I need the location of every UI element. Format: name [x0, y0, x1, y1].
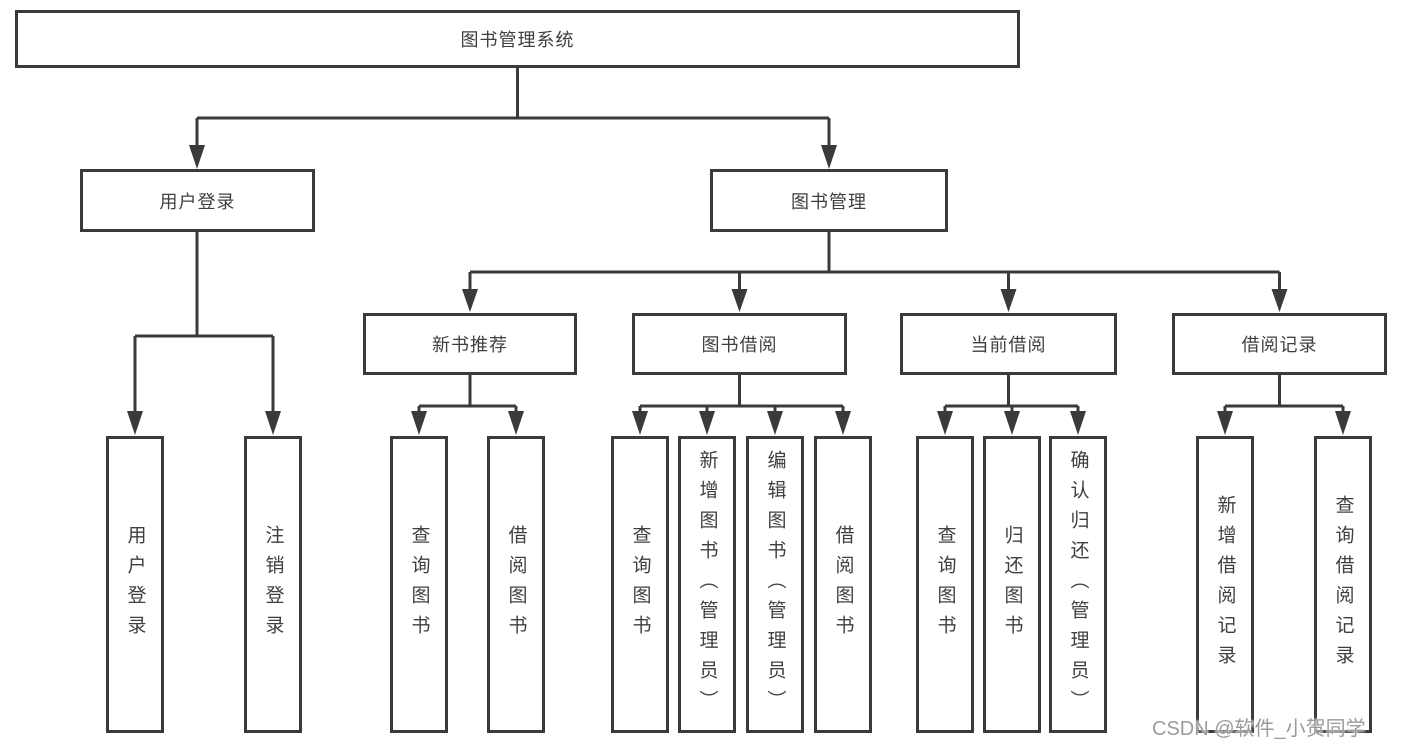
- node-book-management: 图书管理: [710, 169, 948, 232]
- leaf-return-books: 归还图书: [983, 436, 1041, 733]
- leaf-add-borrow-record: 新增借阅记录: [1196, 436, 1254, 733]
- leaf-user-login: 用户登录: [106, 436, 164, 733]
- leaf-current-query-books-label: 查询图书: [934, 524, 956, 645]
- node-library-system: 图书管理系统: [15, 10, 1020, 68]
- node-book-borrowing-label: 图书借阅: [701, 335, 778, 355]
- leaf-borrowing-query-books: 查询图书: [611, 436, 669, 733]
- csdn-watermark: CSDN @软件_小贺同学: [1152, 718, 1366, 740]
- leaf-recommend-query-books-label: 查询图书: [408, 524, 430, 645]
- leaf-logout-label: 注销登录: [262, 524, 284, 645]
- node-borrowing-records: 借阅记录: [1172, 313, 1387, 375]
- leaf-user-login-label: 用户登录: [124, 524, 146, 645]
- node-book-management-label: 图书管理: [791, 191, 867, 212]
- leaf-edit-books-admin-label: 编辑图书（管理员）: [764, 449, 786, 720]
- leaf-borrowing-borrow-books-label: 借阅图书: [832, 524, 854, 645]
- node-book-borrowing: 图书借阅: [632, 313, 847, 375]
- leaf-add-books-admin-label: 新增图书（管理员）: [696, 449, 718, 720]
- leaf-query-borrow-record-label: 查询借阅记录: [1332, 494, 1354, 675]
- leaf-query-borrow-record: 查询借阅记录: [1314, 436, 1372, 733]
- leaf-edit-books-admin: 编辑图书（管理员）: [746, 436, 804, 733]
- node-new-book-recommendation: 新书推荐: [363, 313, 577, 375]
- leaf-current-query-books: 查询图书: [916, 436, 974, 733]
- leaf-recommend-borrow-books: 借阅图书: [487, 436, 545, 733]
- leaf-borrowing-borrow-books: 借阅图书: [814, 436, 872, 733]
- node-user-login-label: 用户登录: [159, 191, 236, 212]
- leaf-borrowing-query-books-label: 查询图书: [629, 524, 651, 645]
- node-current-borrowing-label: 当前借阅: [970, 335, 1047, 355]
- node-library-system-label: 图书管理系统: [460, 30, 575, 50]
- leaf-recommend-query-books: 查询图书: [390, 436, 448, 733]
- node-borrowing-records-label: 借阅记录: [1241, 335, 1318, 355]
- leaf-logout: 注销登录: [244, 436, 302, 733]
- leaf-recommend-borrow-books-label: 借阅图书: [505, 524, 527, 645]
- leaf-confirm-return-admin-label: 确认归还（管理员）: [1067, 449, 1089, 720]
- node-user-login: 用户登录: [80, 169, 315, 232]
- leaf-confirm-return-admin: 确认归还（管理员）: [1049, 436, 1107, 733]
- leaf-add-borrow-record-label: 新增借阅记录: [1214, 494, 1236, 675]
- node-new-book-recommendation-label: 新书推荐: [432, 335, 508, 355]
- leaf-return-books-label: 归还图书: [1001, 524, 1023, 645]
- node-current-borrowing: 当前借阅: [900, 313, 1117, 375]
- leaf-add-books-admin: 新增图书（管理员）: [678, 436, 736, 733]
